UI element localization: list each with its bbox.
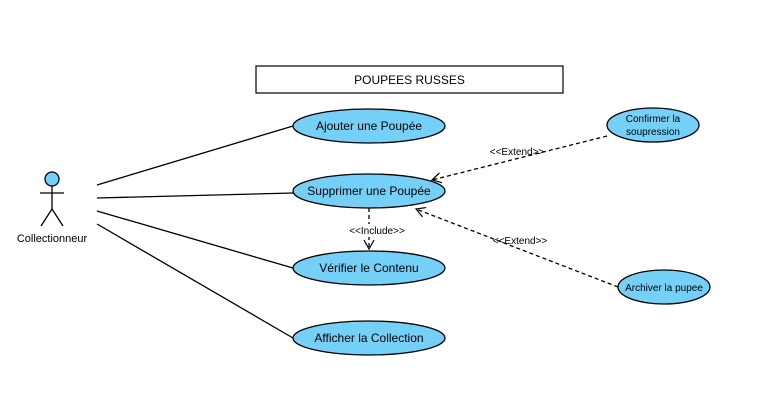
use-case-confirmer: Confirmer la soupression [606, 107, 700, 143]
actor-label: Collectionneur [17, 233, 88, 245]
assoc-afficher [96, 223, 294, 339]
extend-label-confirmer: <<Extend>> [490, 147, 545, 158]
assoc-verifier [96, 210, 294, 269]
include-label: <<Include>> [349, 226, 405, 237]
use-case-label: Afficher la Collection [314, 331, 423, 345]
extend-label-archiver: <<Extend>> [493, 236, 548, 247]
use-case-label: Ajouter une Poupée [316, 119, 422, 133]
extend-arrow-archiver [414, 206, 619, 288]
use-case-label: Archiver la pupee [625, 283, 703, 294]
diagram-title: POUPEES RUSSES [354, 73, 465, 87]
actor-collectionneur [40, 171, 64, 227]
assoc-ajouter [96, 125, 294, 186]
use-case-label: Confirmer la [626, 114, 681, 125]
use-case-label: soupression [626, 127, 680, 138]
use-case-label: Supprimer une Poupée [307, 184, 431, 198]
use-case-archiver: Archiver la pupee [617, 269, 711, 305]
use-case-supprimer: Supprimer une Poupée [292, 173, 446, 209]
actor-head [44, 171, 60, 187]
use-case-afficher: Afficher la Collection [292, 320, 446, 356]
associations [96, 125, 294, 339]
use-case-label: Vérifier le Contenu [319, 261, 418, 275]
use-case-ajouter: Ajouter une Poupée [292, 108, 446, 144]
extend-arrow-confirmer [430, 135, 608, 184]
assoc-supprimer [96, 192, 294, 199]
use-case-verifier: Vérifier le Contenu [292, 250, 446, 286]
title-box [255, 65, 564, 94]
